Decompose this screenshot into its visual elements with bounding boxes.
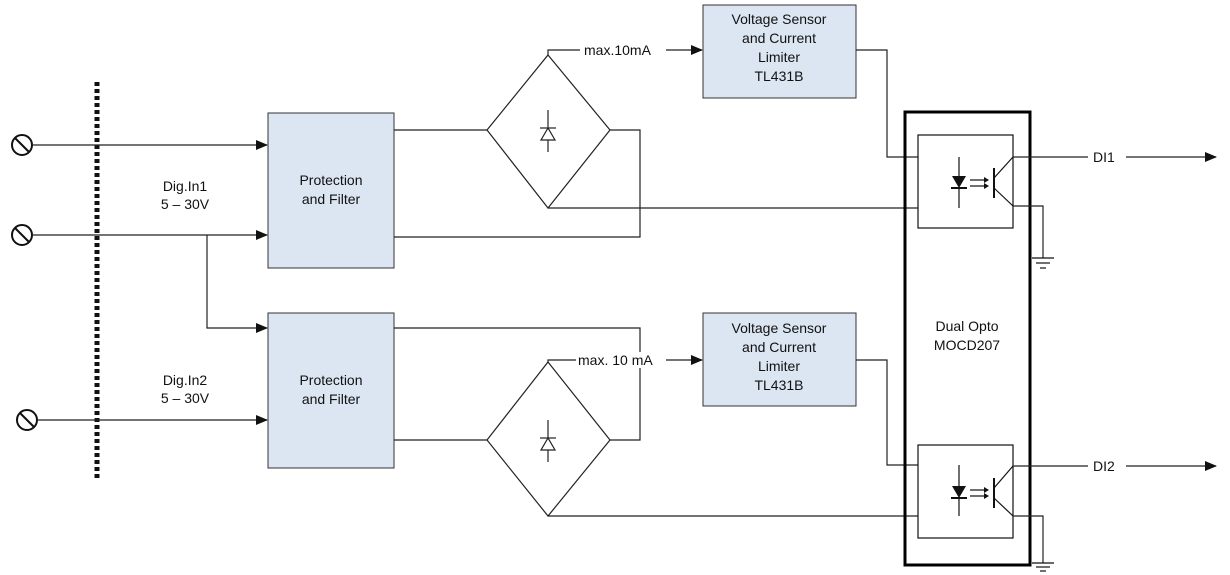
sensor1-line2: and Current (742, 30, 816, 46)
voltage-sensor-block-1 (702, 4, 857, 99)
optocoupler-icon-2 (917, 444, 1014, 539)
protection-filter-block-2 (267, 312, 395, 469)
protection-filter-block-1 (267, 112, 395, 269)
terminal-screw-icon-1 (11, 134, 33, 156)
rectifier-bridge-2 (486, 361, 611, 517)
wire-sensor2-to-opto (856, 359, 918, 466)
opto-label-line2: MOCD207 (934, 337, 1000, 353)
current-limit-label-2: max. 10 mA (578, 352, 653, 368)
sensor1-line3: Limiter (758, 49, 800, 65)
sensor2-line3: Limiter (758, 358, 800, 374)
out2-label-bg (1088, 457, 1126, 475)
output-label-di2: DI2 (1093, 458, 1115, 474)
protection2-line1: Protection (299, 372, 362, 388)
out1-label-bg (1088, 148, 1126, 166)
current1-label-bg (580, 42, 666, 58)
optocoupler-icon-1 (917, 134, 1014, 229)
wire-prot1-return (394, 129, 641, 238)
voltage-sensor-block-2 (702, 312, 857, 407)
common-wire (206, 235, 268, 333)
opto-label-line1: Dual Opto (935, 318, 998, 334)
current2-label-bg (576, 352, 666, 368)
output-label-di1: DI1 (1093, 149, 1115, 165)
protection1-line1: Protection (299, 172, 362, 188)
wire-prot2-to-bridge (394, 327, 641, 441)
input1-range: 5 – 30V (161, 196, 210, 212)
ground-wire-1 (1013, 205, 1044, 258)
input2-range: 5 – 30V (161, 390, 210, 406)
terminal-screw-icon-2 (11, 224, 33, 246)
input1-label: Dig.In1 (163, 178, 208, 194)
sensor2-line2: and Current (742, 339, 816, 355)
ground-icon-1 (1032, 257, 1054, 269)
terminal-screw-icon-3 (16, 409, 38, 431)
sensor2-line1: Voltage Sensor (732, 320, 827, 336)
ground-icon-2 (1032, 562, 1054, 572)
rectifier-bridge-1 (486, 54, 611, 209)
input2-label: Dig.In2 (163, 372, 208, 388)
current-limit-label-1: max.10mA (584, 42, 652, 58)
dual-opto-package (903, 110, 1032, 567)
sensor1-line1: Voltage Sensor (732, 11, 827, 27)
protection2-line2: and Filter (302, 391, 361, 407)
wire-sensor1-to-opto (856, 49, 918, 158)
protection1-line2: and Filter (302, 191, 361, 207)
ground-wire-2 (1013, 515, 1044, 563)
sensor1-line4: TL431B (754, 68, 803, 84)
sensor2-line4: TL431B (754, 377, 803, 393)
